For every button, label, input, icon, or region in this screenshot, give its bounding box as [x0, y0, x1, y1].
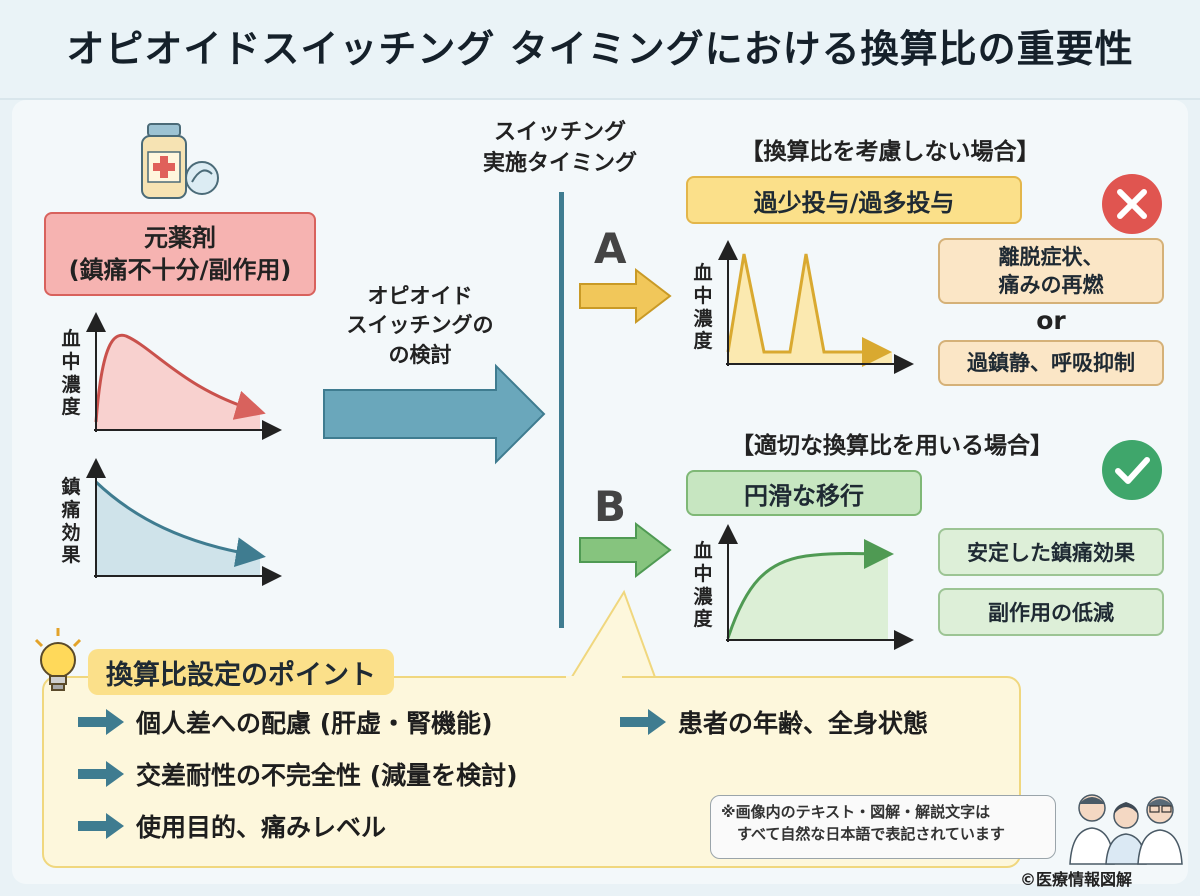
case-a-letter: A: [594, 224, 627, 273]
arrow-right-icon: [78, 761, 124, 787]
switching-arrow: [323, 363, 546, 465]
arrow-right-icon: [78, 813, 124, 839]
original-drug-note: (鎮痛不十分/副作用): [68, 256, 292, 284]
graph1-y-label: 血中濃度: [61, 328, 81, 419]
original-drug-box: 元薬剤 (鎮痛不十分/副作用): [44, 212, 316, 296]
case-b-arrow: [579, 522, 672, 578]
case-a-tag: 過少投与/過多投与: [686, 176, 1022, 224]
case-b-tag: 円滑な移行: [686, 470, 922, 516]
credit: ©医療情報図解: [1020, 870, 1133, 889]
graph2-y-label: 鎮痛効果: [61, 476, 81, 567]
callout-pointer: [568, 589, 658, 681]
point-item: 患者の年齢、全身状態: [620, 704, 928, 740]
timing-label: スイッチング実施タイミング: [482, 120, 637, 176]
case-b-letter: B: [594, 482, 627, 531]
point-item: 個人差への配慮 (肝虚・腎機能): [78, 704, 493, 740]
case-a-arrow: [579, 268, 672, 324]
case-a-or: or: [1036, 306, 1066, 335]
case-a-outcome-withdrawal: 離脱症状、痛みの再燃: [938, 238, 1164, 304]
original-drug-label: 元薬剤: [144, 223, 216, 252]
case-a-header: 【換算比を考慮しない場合】: [740, 139, 1040, 165]
case-b-outcome-stable: 安定した鎮痛効果: [938, 528, 1164, 576]
title-bar: [0, 0, 1200, 100]
timing-line: [559, 192, 564, 628]
original-effect-graph: [86, 458, 282, 586]
medical-staff-icon: [1069, 794, 1183, 865]
case-b-graph: [718, 524, 914, 650]
point-item: 使用目的、痛みレベル: [78, 808, 386, 844]
medicine-bottle-icon: [141, 123, 219, 199]
case-b-y-label: 血中濃度: [693, 540, 713, 631]
lightbulb-icon: [34, 628, 82, 691]
arrow-right-icon: [620, 709, 666, 735]
switching-label: オピオイドスイッチングのの検討: [346, 284, 494, 367]
language-note: ※画像内のテキスト・図解・解説文字は すべて自然な日本語で表記されています: [710, 795, 1056, 859]
check-icon: [1102, 440, 1162, 500]
points-title: 換算比設定のポイント: [88, 649, 394, 695]
arrow-right-icon: [78, 709, 124, 735]
cross-icon: [1102, 174, 1162, 234]
case-a-outcome-oversedation: 過鎮静、呼吸抑制: [938, 340, 1164, 386]
page-title: オピオイドスイッチング タイミングにおける換算比の重要性: [66, 27, 1134, 71]
case-a-graph: [718, 240, 914, 374]
point-item: 交差耐性の不完全性 (減量を検討): [78, 756, 518, 792]
original-concentration-graph: [86, 312, 282, 440]
callout-joint: [566, 676, 622, 680]
case-b-header: 【適切な換算比を用いる場合】: [731, 433, 1053, 459]
case-a-y-label: 血中濃度: [693, 262, 713, 353]
case-b-outcome-reduced: 副作用の低減: [938, 588, 1164, 636]
